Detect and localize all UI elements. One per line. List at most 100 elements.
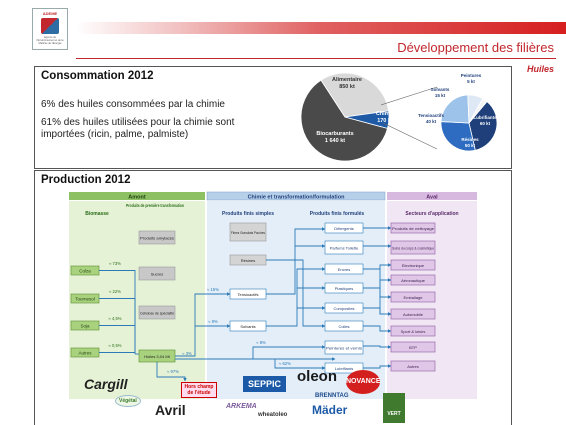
main-pie-label-alimentaire: Alimentaire xyxy=(332,77,362,83)
flow-biomasse-soja xyxy=(99,325,136,354)
flow-huiles-lubrifiants xyxy=(274,359,326,370)
premiere-produits-amylaces-label: Produits amylacés xyxy=(140,235,174,240)
header-premiere: Produits de première transformation xyxy=(126,203,184,208)
chemistry-pie-slice-resines xyxy=(440,121,476,152)
chemistry-pie-label-solvants: Solvants xyxy=(431,87,450,92)
chemistry-pie xyxy=(440,94,498,152)
logo-text: ADEME xyxy=(42,11,58,16)
logo-mark xyxy=(41,18,59,34)
production-title: Production 2012 xyxy=(41,174,131,186)
simple-solvants-label: Solvants xyxy=(240,324,255,329)
biomasse-pct-tournesol: ≈ 22% xyxy=(109,289,121,294)
cargill-logo: Cargill xyxy=(84,376,128,392)
secteur-automobile-box xyxy=(390,308,436,320)
formule-lubrifiants-label: Lubrifiants xyxy=(335,366,353,371)
oleon-logo: oleon xyxy=(297,368,337,385)
main-pie-slice-biocarburants xyxy=(300,79,388,162)
chemistry-pie-label-peintures: Peintures xyxy=(461,73,482,78)
main-pie-slice-chimie xyxy=(344,110,390,129)
formule-encres-label: Encres xyxy=(338,267,350,272)
secteur-emballage-box xyxy=(390,291,436,303)
section-chimie: Chimie et transformation/formulation xyxy=(248,195,346,201)
simple-tensioactifs-label: Tensioactifs xyxy=(238,292,259,297)
avril-logo: Avril xyxy=(155,402,186,418)
secteur-sport-loisirs-label: Sport & loisirs xyxy=(401,329,426,334)
consumption-panel: Consommation 2012 6% des huiles consommé… xyxy=(34,66,512,169)
page-subtitle: Huiles xyxy=(526,64,554,74)
flow-pct-chimie: ≈ 3% xyxy=(182,351,192,356)
header-biomasse: Biomasse xyxy=(85,211,109,217)
chimie-header-bar xyxy=(206,191,386,201)
flow-pct-solvants: ≈ 9% xyxy=(208,319,218,324)
flow-formule-secteur-6 xyxy=(363,325,392,333)
chemistry-pie-label-tensioactifs: Tensioactifs xyxy=(418,113,444,118)
flow-formule-secteur-7 xyxy=(363,345,392,349)
secteur-btp-box xyxy=(390,341,436,353)
formule-colles-label: Colles xyxy=(338,324,349,329)
secteur-emballage-label: Emballage xyxy=(404,295,424,300)
premiere-sucres-box xyxy=(138,266,176,281)
header-simples: Produits finis simples xyxy=(222,211,274,217)
logo-caption: Agence de l'Environnement et de la Maîtr… xyxy=(36,36,64,45)
aval-header-bar xyxy=(387,192,477,200)
chemistry-pie-slice-peintures xyxy=(468,98,488,124)
secteur-produits-de-nettoyage-label: Produits de nettoyage xyxy=(392,226,435,231)
simple-fibres-granulats-poudres-box xyxy=(229,222,267,242)
flow-formule-secteur-9 xyxy=(363,263,392,270)
pie-connector-top xyxy=(380,86,438,106)
formule-parfums-toilette-label: Parfums Toilette xyxy=(330,245,359,250)
chemistry-pie-value-solvants: 15 kt xyxy=(435,93,446,98)
consumption-stat-1: 6% des huiles consommées par la chimie xyxy=(41,99,225,110)
secteur-autres-box xyxy=(390,360,436,372)
secteur-aeronautique-label: Aéronautique xyxy=(401,278,426,283)
main-pie-label-chimie: Chimie xyxy=(376,111,394,117)
mader-logo: Mäder xyxy=(312,403,348,417)
chemistry-pie-label-lubrifiants: Lubrifiants xyxy=(473,115,497,120)
main-pie-value-alimentaire: 850 kt xyxy=(339,84,355,90)
chemistry-pie-value-tensioactifs: 40 kt xyxy=(426,119,437,124)
section-aval: Aval xyxy=(426,195,438,201)
premiere-produits-amylaces-box xyxy=(138,230,176,245)
flow-formule-secteur-5 xyxy=(363,307,392,316)
formule-parfums-toilette-box xyxy=(324,240,364,255)
biomasse-pct-colza: ≈ 73% xyxy=(109,261,121,266)
header-formules: Produits finis formulés xyxy=(310,211,365,217)
simple-resines-label: Résines xyxy=(241,258,255,263)
flow-formule-secteur-8 xyxy=(363,364,392,369)
secteur-produits-de-nettoyage-box xyxy=(390,222,436,234)
flow-pct-hors-champ: ≈ 97% xyxy=(167,369,179,374)
main-pie-value-biocarburants: 1 640 kt xyxy=(325,138,345,144)
flow-pct-lubrifiants: ≈ 62% xyxy=(279,361,291,366)
main-pie xyxy=(300,72,390,162)
vegetal-logo: Végétal xyxy=(115,395,141,407)
secteur-soins-du-corps-cosmetique-label: Soins du corps & cosmétique xyxy=(392,245,435,250)
secteur-soins-du-corps-cosmetique-box xyxy=(390,240,436,255)
wheatoleo-logo: wheatoleo xyxy=(258,412,288,418)
secteur-autres-label: Autres xyxy=(407,364,419,369)
formule-detergents-label: Détergents xyxy=(334,226,354,231)
page-title: Développement des filières xyxy=(397,40,554,55)
flow-huiles-peintures xyxy=(252,345,326,359)
hors-champ-label: Hors champ de l'étude xyxy=(181,382,217,398)
flow-pct-tensioactifs: ≈ 15% xyxy=(207,287,219,292)
chemistry-pie-slice-tensioactifs xyxy=(440,94,470,124)
secteur-btp-label: BTP xyxy=(409,345,417,350)
biomasse-pct-autres: ≈ 0,5% xyxy=(108,343,121,348)
secteur-aeronautique-box xyxy=(390,274,436,286)
biomasse-tournesol-label: Tournesol xyxy=(75,296,95,301)
header-secteurs: Secteurs d'application xyxy=(405,211,458,217)
chemistry-pie-value-resines: 50 kt xyxy=(465,143,476,148)
biomasse-colza-label: Colza xyxy=(79,268,91,273)
premiere-cellulose-de-specialite-box xyxy=(138,305,176,320)
amont-header-bar xyxy=(69,192,205,200)
flow-tensioactifs-detergents xyxy=(266,227,326,295)
formule-composites-label: Composites xyxy=(333,306,354,311)
seppic-logo: SEPPIC xyxy=(243,376,287,392)
premiere-sucres-label: Sucres xyxy=(151,271,163,276)
secteur-sport-loisirs-box xyxy=(390,325,436,337)
header-banner xyxy=(76,22,566,34)
flow-huiles-hors-champ xyxy=(156,362,187,382)
